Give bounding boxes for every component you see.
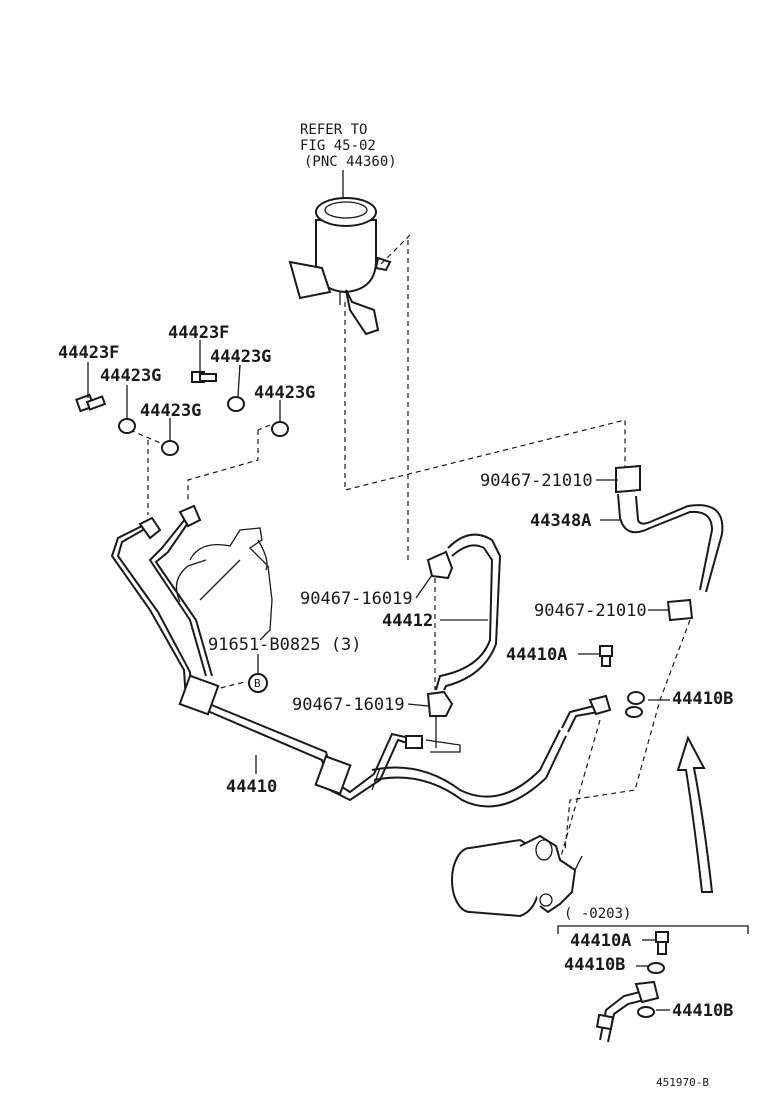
washer-44423G-1	[118, 418, 136, 434]
inset-tube-fitting	[595, 980, 660, 1043]
label-44410B: 44410B	[672, 689, 733, 709]
reference-line-3: (PNC 44360)	[304, 154, 397, 170]
inset-label-44410B-1: 44410B	[564, 955, 625, 975]
hose-44348A	[615, 464, 724, 622]
curved-up-arrow-icon	[676, 735, 714, 893]
steering-pump-outline	[175, 527, 273, 641]
label-90467-21010-top: 90467-21010	[480, 471, 593, 491]
label-90467-16019-top: 90467-16019	[300, 589, 413, 609]
label-44410: 44410	[226, 777, 277, 797]
washer-44423G-4	[271, 421, 289, 437]
gasket-44410B	[625, 691, 645, 718]
washer-44423G-2	[161, 440, 179, 456]
label-44423F-mid: 44423F	[168, 323, 229, 343]
reference-line-1: REFER TO	[300, 122, 367, 138]
bolt-44423F-left	[75, 393, 107, 413]
reference-line-2: FIG 45-02	[300, 138, 376, 154]
figure-id: 451970-B	[656, 1076, 709, 1089]
label-90467-16019-bot: 90467-16019	[292, 695, 405, 715]
reference-marker-b	[248, 673, 268, 693]
label-44348A: 44348A	[530, 511, 591, 531]
label-44412: 44412	[382, 611, 433, 631]
assembly-guide-lines	[129, 234, 691, 861]
reservoir-tank	[288, 197, 392, 336]
label-44410A: 44410A	[506, 645, 567, 665]
label-range: ( -0203)	[564, 906, 631, 922]
label-44423G-1: 44423G	[100, 366, 161, 386]
bolt-44423F-mid	[191, 371, 217, 383]
inset-label-44410B-2: 44410B	[672, 1001, 733, 1021]
inset-label-44410A: 44410A	[570, 931, 631, 951]
label-44423G-2: 44423G	[140, 401, 201, 421]
union-bolt-44410A	[599, 645, 613, 667]
power-steering-pump	[451, 834, 583, 918]
label-90467-21010-bot: 90467-21010	[534, 601, 647, 621]
inset-bolt-44410A	[655, 931, 669, 955]
marker-b-letter: B	[254, 677, 261, 690]
label-91651: 91651-B0825 (3)	[208, 635, 362, 655]
leader-90467-16019-bot	[407, 703, 429, 707]
label-44423F-left: 44423F	[58, 343, 119, 363]
inset-gasket-1	[647, 962, 665, 974]
return-hose-44412	[426, 533, 502, 748]
label-44423G-4: 44423G	[254, 383, 315, 403]
washer-44423G-3	[227, 396, 245, 412]
label-44423G-3: 44423G	[210, 347, 271, 367]
leader-90467-16019-top	[415, 574, 433, 599]
pressure-tube-44410	[110, 504, 612, 808]
range-bracket	[557, 925, 749, 934]
leader-44423G-3	[237, 364, 241, 397]
inset-gasket-2	[637, 1006, 655, 1018]
